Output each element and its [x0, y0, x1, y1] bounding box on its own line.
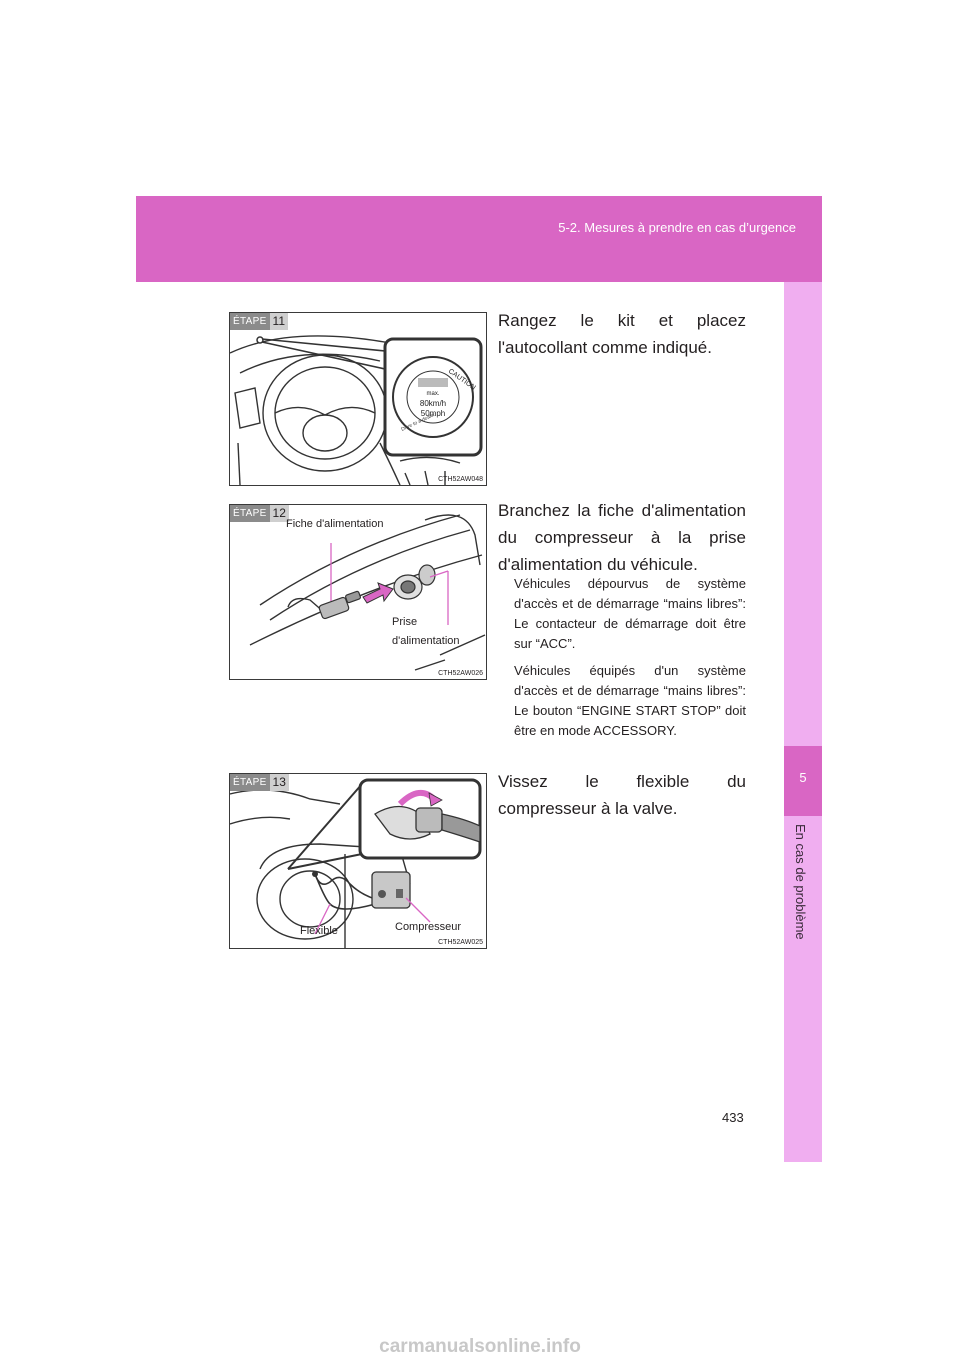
section-header: 5-2. Mesures à prendre en cas d’urgence: [136, 196, 822, 282]
chapter-number: 5: [799, 770, 807, 785]
dashboard-sticker-illustration: CAUTION max. 80km/h 50mph Drive to a dea…: [230, 335, 483, 485]
step-number: 13: [269, 774, 289, 791]
step-label: ÉTAPE: [230, 313, 270, 330]
callout-outlet: Prise d'alimentation: [392, 616, 460, 647]
step-tag: ÉTAPE 13: [230, 774, 289, 791]
step-11-figure: ÉTAPE 11 CAUTION max. 80km/h 50mph Drive…: [229, 312, 487, 486]
step-label: ÉTAPE: [230, 505, 270, 522]
step-label: ÉTAPE: [230, 774, 270, 791]
step-12-instruction: Branchez la fiche d'alimentation du comp…: [498, 501, 746, 574]
sticker-mph-text: 50mph: [421, 409, 445, 418]
callout-compressor: Compresseur: [395, 921, 462, 933]
step-13-figure: ÉTAPE 13 Flexible Compresseur CTH52AW025: [229, 773, 487, 949]
chapter-tab[interactable]: [784, 746, 822, 816]
step-number: 12: [269, 505, 289, 522]
hose-valve-illustration: [230, 778, 482, 948]
step-13-instruction: Vissez le flexible du compresseur à la v…: [498, 772, 746, 818]
step-tag: ÉTAPE 12: [230, 505, 289, 522]
sticker-max-text: max.: [426, 391, 439, 397]
step-11-instruction: Rangez le kit et placez l'autocollant co…: [498, 311, 746, 357]
sticker-kmh-text: 80km/h: [420, 399, 446, 408]
page-number: 433: [722, 1110, 744, 1125]
figure-code: CTH52AW025: [438, 939, 483, 946]
power-outlet-illustration: [249, 514, 486, 671]
step-number: 11: [269, 313, 289, 330]
chapter-sidebar: [784, 282, 822, 1162]
callout-hose: Flexible: [300, 925, 338, 937]
chapter-label: En cas de problème: [793, 824, 808, 940]
step-12-figure: ÉTAPE 12 Fiche d'alimentation Prise d'al…: [229, 504, 487, 680]
callout-plug: Fiche d'alimentation: [286, 518, 384, 530]
figure-code: CTH52AW026: [438, 670, 483, 677]
step-tag: ÉTAPE 11: [230, 313, 289, 330]
figure-code: CTH52AW048: [438, 476, 483, 483]
step-12-note-2: Véhicules équipés d'un système d'accès e…: [514, 663, 746, 738]
watermark: carmanualsonline.info: [379, 1336, 581, 1357]
step-12-note-1: Véhicules dépourvus de système d'accès e…: [514, 576, 746, 651]
section-title: 5-2. Mesures à prendre en cas d’urgence: [558, 220, 796, 235]
